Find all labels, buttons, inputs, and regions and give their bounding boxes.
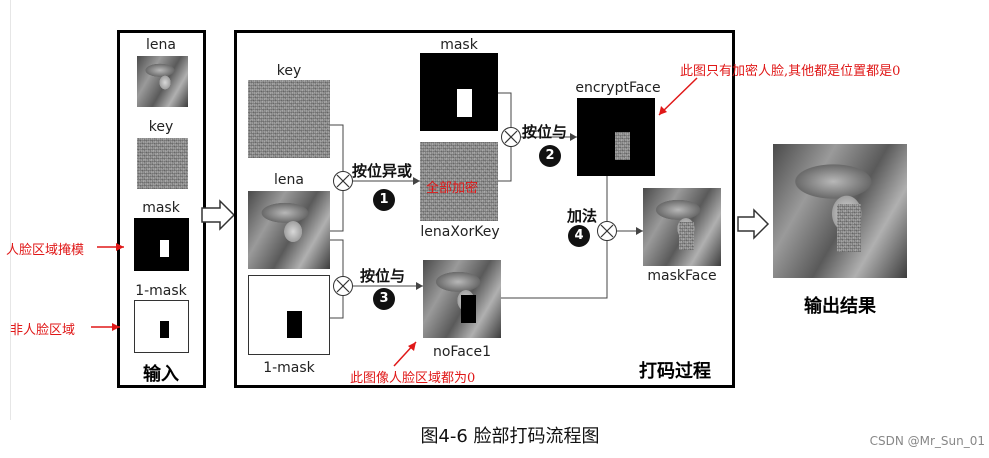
process-mask-label: mask	[440, 37, 478, 53]
non-face-note: 非人脸区域	[10, 323, 76, 338]
process-key-image	[248, 80, 330, 158]
mask-black-rect	[160, 321, 169, 338]
op-and-3-label: 按位与	[360, 267, 406, 285]
encrypt-face-noise-rect	[615, 132, 630, 160]
input-key-image	[137, 138, 188, 189]
encrypt-face-label: encryptFace	[575, 80, 661, 96]
step-3-badge: 3	[373, 288, 395, 310]
input-mask-image	[134, 218, 189, 271]
process-panel	[234, 30, 735, 388]
input-lena-image	[137, 56, 188, 107]
input-1-mask-image	[134, 300, 189, 353]
input-lena-label: lena	[146, 37, 176, 53]
step-4-badge: 4	[568, 225, 590, 247]
arrow-process-to-output	[737, 208, 770, 240]
step-1-badge: 1	[373, 189, 395, 211]
mask-face-label: maskFace	[647, 268, 717, 284]
output-title: 输出结果	[804, 296, 876, 317]
process-panel-title: 打码过程	[639, 361, 711, 382]
no-face-image	[423, 260, 501, 338]
encrypt-face-note: 此图只有加密人脸,其他都是位置都是0	[680, 64, 901, 79]
mask-face-noise-rect	[679, 222, 694, 250]
encrypt-face-image	[577, 98, 655, 176]
process-lena-label: lena	[274, 172, 304, 188]
process-key-label: key	[276, 63, 302, 79]
process-lena-image	[248, 191, 330, 269]
process-1-mask-label: 1-mask	[263, 360, 315, 376]
no-face-note: 此图像人脸区域都为0	[350, 371, 476, 386]
process-mask-white-rect	[457, 89, 472, 117]
figure-caption: 图4-6 脸部打码流程图	[420, 426, 600, 447]
op-and-2-label: 按位与	[522, 123, 568, 141]
output-noise-rect	[837, 204, 861, 252]
no-face-black-rect	[461, 295, 476, 323]
process-mask-black-rect	[287, 311, 302, 338]
input-mask-label: mask	[142, 200, 180, 216]
all-encrypted-note: 全部加密	[426, 181, 479, 196]
margin-line	[10, 0, 11, 420]
input-1-mask-label: 1-mask	[135, 283, 187, 299]
mask-face-image	[643, 188, 721, 266]
input-panel-title: 输入	[143, 364, 179, 385]
lena-xor-key-label: lenaXorKey	[420, 224, 500, 240]
input-key-label: key	[148, 119, 174, 135]
face-mask-note: 人脸区域掩模	[6, 243, 85, 258]
process-1-mask-image	[248, 275, 330, 355]
op-add-label: 加法	[567, 207, 598, 225]
no-face-label: noFace1	[432, 344, 491, 360]
output-image	[773, 144, 907, 278]
watermark: CSDN @Mr_Sun_01	[869, 434, 985, 448]
step-2-badge: 2	[539, 145, 561, 167]
lena-xor-key-image	[420, 142, 498, 221]
process-mask-image	[420, 53, 498, 131]
op-xor-label: 按位异或	[352, 162, 413, 180]
arrow-input-to-process	[201, 199, 236, 231]
mask-white-rect	[160, 240, 169, 257]
